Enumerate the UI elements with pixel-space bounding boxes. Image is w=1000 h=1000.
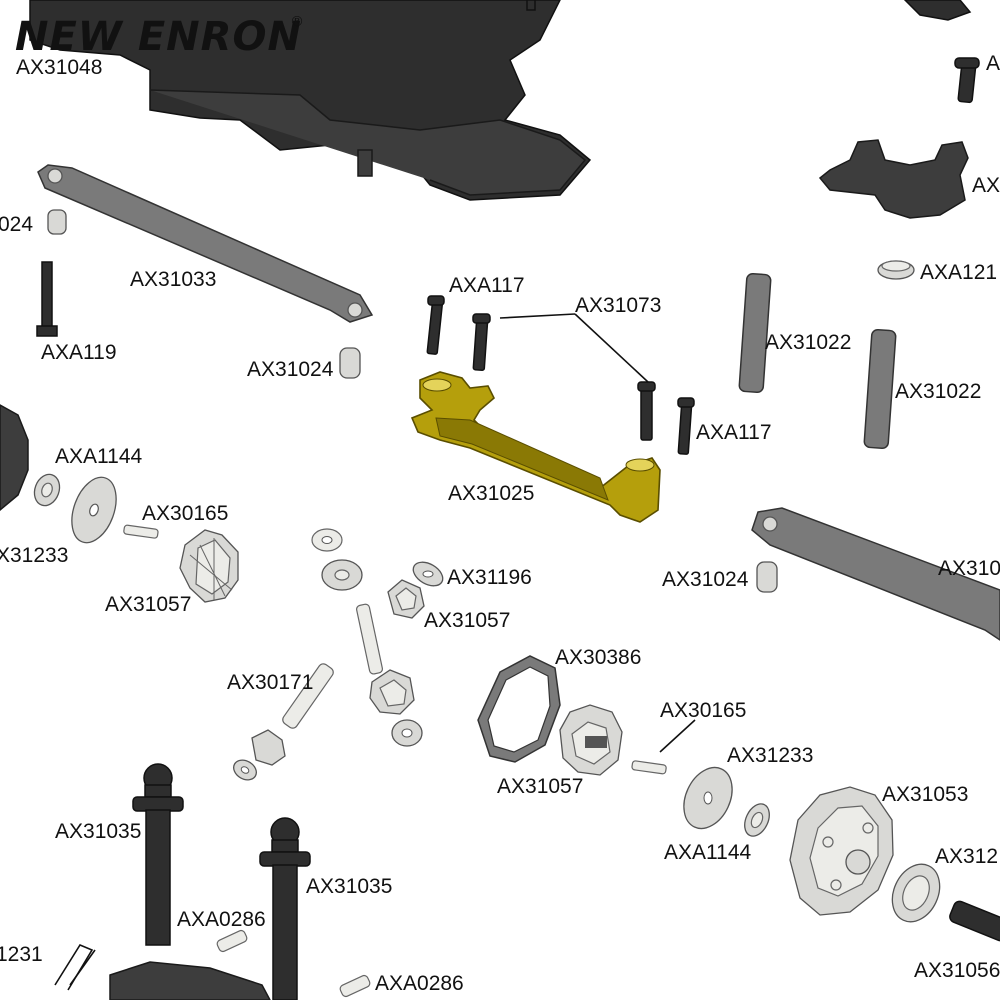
part-label: AX31196 (447, 566, 532, 589)
leader-lines (499, 313, 696, 753)
clip-part (54, 944, 271, 1000)
part-label: AXA121 (920, 261, 997, 284)
tire-fragment-part (0, 404, 29, 511)
part-label: AX31035 (55, 820, 141, 843)
shim-part (683, 766, 770, 837)
part-label: AXA0286 (375, 972, 464, 995)
part-label: AX31024 (662, 568, 749, 591)
part-label: AX (972, 174, 1000, 197)
part-label: AX30171 (227, 671, 313, 694)
part-label: AX31056 (914, 959, 1000, 982)
part-label: A (986, 52, 1000, 75)
pivot-ball-part (756, 561, 778, 593)
pinion-shaft-part (949, 900, 1000, 942)
part-label: AXA0286 (177, 908, 266, 931)
part-label: AX31057 (497, 775, 583, 798)
part-label: 024 (0, 213, 33, 236)
diff-gear-lower-part (369, 669, 415, 715)
brand-logo: NEW ENRON (15, 14, 302, 60)
registered-mark: ® (290, 14, 304, 30)
part-label: AX31048 (16, 56, 102, 79)
part-label: AX31053 (882, 783, 968, 806)
part-label: AX30165 (660, 699, 746, 722)
part-label: AXA117 (449, 274, 525, 297)
part-label: AX31233 (727, 744, 813, 767)
gasket-part (477, 655, 561, 763)
part-label: AX31022 (895, 380, 981, 403)
diff-pin-part (282, 663, 334, 729)
diff-case-gear-part (559, 704, 623, 776)
washer-part (33, 473, 117, 544)
top-screw-part (954, 57, 980, 104)
shock-post-part (132, 763, 311, 1000)
bearing-part (877, 260, 941, 923)
part-label: AX31073 (575, 294, 661, 317)
part-label: AX31024 (247, 358, 334, 381)
part-label: AX31025 (448, 482, 534, 505)
part-label: AX30165 (142, 502, 228, 525)
pin-part (631, 760, 667, 775)
bracket-screws-part (426, 295, 695, 455)
diff-cross-pin-part (356, 603, 384, 675)
right-link-part (751, 507, 1000, 641)
diff-washers-part (311, 528, 444, 591)
part-label: AXA117 (696, 421, 772, 444)
part-label: AX312 (935, 845, 998, 868)
part-label: AX31035 (306, 875, 392, 898)
small-screw-part (216, 929, 371, 998)
long-link-part (37, 164, 374, 323)
part-label: AX31033 (130, 268, 216, 291)
highlighted-bracket-part (410, 371, 661, 523)
part-label: AXA119 (41, 341, 117, 364)
pivot-ball-part (47, 209, 361, 379)
part-label: 1231 (0, 943, 43, 966)
ring-gear-part (789, 786, 894, 916)
bevel-gear-part (179, 529, 239, 603)
chassis-plate-part (29, 0, 592, 201)
rod-part (738, 272, 897, 450)
pin-part (123, 524, 159, 539)
part-label: X31233 (0, 544, 68, 567)
diff-gear-small-part (387, 579, 425, 619)
part-labels: AX31048 A AX 024 AX31033 AXA121 AXA117 A… (0, 52, 1000, 995)
part-label: AXA1144 (55, 445, 142, 468)
part-label: AX31022 (765, 331, 851, 354)
mount-part (526, 0, 972, 219)
part-label: AX30386 (555, 646, 641, 669)
screw-part (36, 261, 58, 337)
part-label: AX31057 (105, 593, 191, 616)
part-label: AX31057 (424, 609, 510, 632)
part-label: AX310 (938, 557, 1000, 580)
part-label: AXA1144 (664, 841, 751, 864)
diff-lower-washers-part (233, 719, 423, 781)
